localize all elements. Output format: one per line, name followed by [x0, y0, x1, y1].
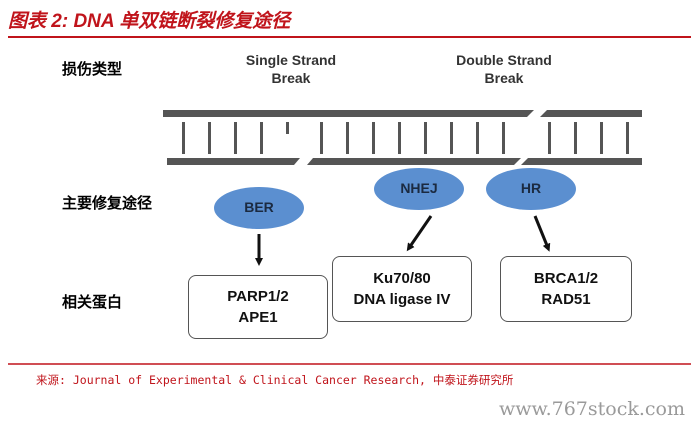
double-strand-break-label: Double Strand Break — [429, 51, 579, 87]
hr-label: HR — [520, 180, 542, 196]
base-pair — [600, 122, 603, 154]
double-strand-break-line1: Double Strand — [456, 52, 552, 68]
arrow-nhej-to-proteins — [406, 215, 433, 252]
ber-protein-box: PARP1/2 APE1 — [188, 275, 328, 339]
row-label-damage-type: 损伤类型 — [62, 61, 123, 78]
protein-name: PARP1/2 — [227, 288, 289, 305]
base-pair — [476, 122, 479, 154]
base-pair — [574, 122, 577, 154]
dna-bottom-strand-right — [521, 158, 642, 165]
single-strand-break-line1: Single Strand — [245, 52, 337, 68]
base-pair — [424, 122, 427, 154]
single-strand-break-label: Single Strand Break — [216, 51, 366, 87]
base-pair-broken — [286, 122, 289, 134]
nhej-protein-box: Ku70/80 DNA ligase IV — [332, 256, 472, 322]
row-label-repair-pathway: 主要修复途径 — [62, 195, 153, 212]
hr-ellipse — [486, 168, 576, 210]
protein-name: APE1 — [238, 309, 278, 326]
base-pair — [320, 122, 323, 154]
base-pair — [548, 122, 551, 154]
row-label-proteins: 相关蛋白 — [62, 294, 123, 311]
ber-label: BER — [244, 199, 274, 215]
base-pair — [346, 122, 349, 154]
arrow-hr-to-proteins — [533, 215, 551, 252]
base-pair — [208, 122, 211, 154]
dna-top-strand-right — [540, 110, 642, 117]
hr-protein-box: BRCA1/2 RAD51 — [500, 256, 632, 322]
watermark: www.767stock.com — [499, 398, 685, 420]
ber-ellipse — [214, 187, 304, 229]
base-pair — [398, 122, 401, 154]
protein-name: Ku70/80 — [373, 270, 431, 287]
dna-top-strand — [163, 110, 642, 117]
nhej-label: NHEJ — [400, 180, 438, 196]
nhej-ellipse — [374, 168, 464, 210]
base-pair — [234, 122, 237, 154]
dna-bottom-strand — [167, 158, 642, 165]
protein-name: RAD51 — [541, 291, 591, 308]
dna-top-strand-left — [163, 110, 534, 117]
title-rule — [8, 36, 691, 38]
protein-name: BRCA1/2 — [533, 270, 599, 287]
dna-bottom-strand-left — [167, 158, 300, 165]
base-pair — [502, 122, 505, 154]
base-pair — [260, 122, 263, 154]
single-strand-break-line2: Break — [271, 70, 311, 86]
dna-bottom-strand-middle — [307, 158, 521, 165]
dna-base-pairs — [182, 122, 629, 154]
base-pair — [450, 122, 453, 154]
base-pair — [626, 122, 629, 154]
base-pair — [372, 122, 375, 154]
base-pair — [182, 122, 185, 154]
protein-name: DNA ligase IV — [353, 291, 451, 308]
source-note: 来源: Journal of Experimental & Clinical C… — [36, 373, 514, 387]
double-strand-break-line2: Break — [484, 70, 524, 86]
figure-title: 图表 2: DNA 单双链断裂修复途径 — [8, 11, 291, 32]
